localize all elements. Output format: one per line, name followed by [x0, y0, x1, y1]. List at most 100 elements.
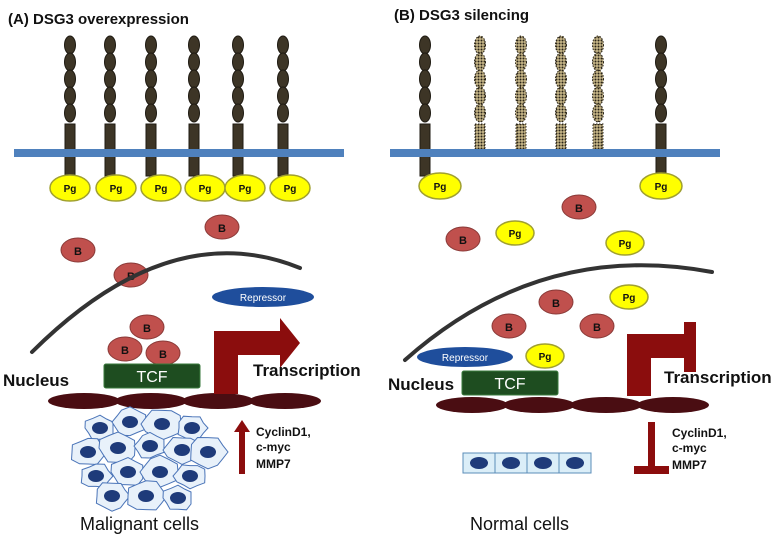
- target-gene-cyclind1-left: CyclinD1,: [256, 425, 311, 439]
- plakoglobin: [95, 174, 137, 202]
- target-gene-cmyc-left: c-myc: [256, 440, 291, 454]
- svg-text:B: B: [575, 203, 583, 215]
- cell-nucleus: [200, 446, 216, 458]
- pg-label: Pg: [239, 184, 252, 195]
- cell-membrane-left: [14, 149, 344, 157]
- repressor-right: [417, 347, 513, 367]
- cell-nucleus: [154, 418, 170, 430]
- svg-text:Pg: Pg: [655, 182, 668, 193]
- blocked-transcription-right: [627, 322, 696, 396]
- beta-catenin: [538, 289, 574, 315]
- svg-text:B: B: [218, 223, 226, 235]
- dsg3-silenced: [515, 35, 527, 155]
- svg-text:Pg: Pg: [623, 293, 636, 304]
- cell-nucleus: [122, 416, 138, 428]
- cell-nucleus: [170, 492, 186, 504]
- tcf-left: [103, 363, 201, 389]
- svg-text:B: B: [143, 323, 151, 335]
- cell-nucleus: [104, 490, 120, 502]
- cell-nucleus: [80, 446, 96, 458]
- cell-nucleus: [110, 442, 126, 454]
- upregulation-arrow: [234, 420, 250, 474]
- plakoglobin: [495, 220, 535, 246]
- plakoglobin: [609, 284, 649, 310]
- transcription-label-left: Transcription: [253, 361, 361, 380]
- cell-nucleus: [120, 466, 136, 478]
- cell-membrane-right: [390, 149, 720, 157]
- svg-text:Pg: Pg: [434, 182, 447, 193]
- dsg3-silenced: [474, 35, 486, 155]
- panel-right-title: (B) DSG3 silencing: [394, 7, 529, 24]
- beta-catenin: [129, 314, 165, 340]
- svg-text:Pg: Pg: [509, 229, 522, 240]
- svg-text:Repressor: Repressor: [240, 293, 287, 304]
- transcription-label-right: Transcription: [664, 368, 772, 387]
- cell-nucleus: [92, 422, 108, 434]
- target-gene-mmp7-left: MMP7: [256, 457, 291, 471]
- plakoglobin: [49, 174, 91, 202]
- svg-text:TCF: TCF: [136, 369, 167, 386]
- dsg3-silenced: [592, 35, 604, 155]
- nuclear-envelope-left: [30, 251, 302, 354]
- beta-catenin: [60, 237, 96, 263]
- plakoglobin: [605, 230, 645, 256]
- dna-right: [436, 397, 709, 413]
- free-proteins-right: B B Pg Pg Pg B B B: [445, 194, 649, 339]
- svg-text:B: B: [505, 322, 513, 334]
- inhibition-symbol: [634, 422, 669, 474]
- plakoglobin: [269, 174, 311, 202]
- repressor-left: [212, 287, 314, 307]
- panel-right: (B) DSG3 silencing Pg Pg B B Pg Pg Pg B …: [388, 7, 772, 534]
- svg-text:B: B: [159, 349, 167, 361]
- target-gene-cyclind1-right: CyclinD1,: [672, 426, 727, 440]
- panel-left-title: (A) DSG3 overexpression: [8, 11, 189, 28]
- cell-nucleus: [138, 490, 154, 502]
- svg-text:B: B: [121, 345, 129, 357]
- cell-nucleus: [142, 440, 158, 452]
- plakoglobin: [639, 172, 683, 200]
- pg-label: Pg: [155, 184, 168, 195]
- nucleus-label-right: Nucleus: [388, 375, 454, 394]
- svg-text:Repressor: Repressor: [442, 353, 489, 364]
- pg-label: Pg: [110, 184, 123, 195]
- cells-label-left: Malignant cells: [80, 514, 199, 534]
- pg-bound-left: Pg Pg Pg Pg Pg Pg: [49, 174, 311, 202]
- pg-right: Pg Pg: [418, 172, 683, 200]
- svg-text:Pg: Pg: [539, 352, 552, 363]
- nuclear-envelope-right: [403, 263, 714, 362]
- nuclear-beta-catenin-left: B B B: [107, 314, 181, 366]
- cell-nucleus: [88, 470, 104, 482]
- normal-cells-row: [462, 452, 592, 474]
- cell-nucleus: [152, 466, 168, 478]
- dsg3-protein: [104, 35, 116, 177]
- pg-label: Pg: [64, 184, 77, 195]
- nucleus-label-left: Nucleus: [3, 371, 69, 390]
- beta-catenin: [204, 214, 240, 240]
- cells-label-right: Normal cells: [470, 514, 569, 534]
- pg-label: Pg: [284, 184, 297, 195]
- svg-text:B: B: [593, 322, 601, 334]
- cell-nucleus: [174, 444, 190, 456]
- beta-catenin: [107, 336, 143, 362]
- beta-catenin: [445, 226, 481, 252]
- plakoglobin: [140, 174, 182, 202]
- cell-nucleus: [182, 470, 198, 482]
- transcription-arrow-left: [214, 318, 300, 394]
- plakoglobin: [224, 174, 266, 202]
- target-gene-mmp7-right: MMP7: [672, 458, 707, 472]
- svg-text:B: B: [552, 298, 560, 310]
- svg-text:B: B: [74, 246, 82, 258]
- dna-left: [48, 393, 321, 409]
- plakoglobin: [525, 343, 565, 369]
- pg-label: Pg: [199, 184, 212, 195]
- target-gene-cmyc-right: c-myc: [672, 441, 707, 455]
- malignant-cells-cluster: [70, 406, 229, 512]
- svg-text:Pg: Pg: [619, 239, 632, 250]
- cell-nucleus: [184, 422, 200, 434]
- plakoglobin: [418, 172, 462, 200]
- beta-catenin: [561, 194, 597, 220]
- svg-text:B: B: [459, 235, 467, 247]
- beta-catenin: [491, 313, 527, 339]
- beta-catenin: [579, 313, 615, 339]
